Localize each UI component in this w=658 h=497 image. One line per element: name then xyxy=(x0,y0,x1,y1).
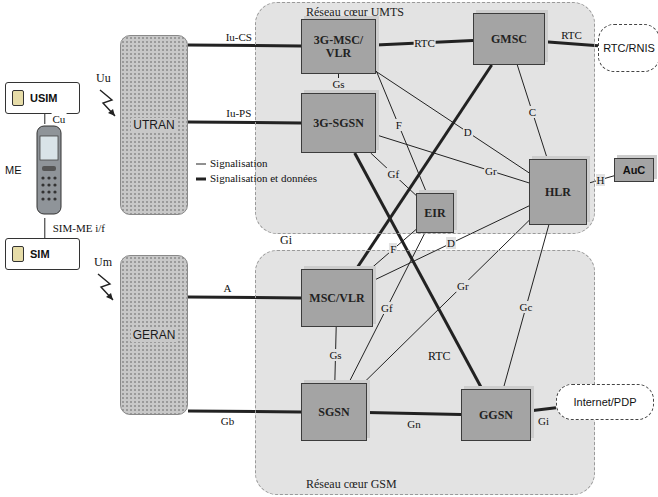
signalling-data-link xyxy=(188,44,301,48)
external-network-cloud: RTC/RNIS xyxy=(598,24,658,72)
node-label: 3G-MSC/ VLR xyxy=(314,34,364,60)
interface-label: Um xyxy=(94,256,112,269)
sim-card-box: SIM xyxy=(5,238,80,270)
interface-label: RTC xyxy=(428,350,451,363)
signalling-data-link xyxy=(367,413,461,415)
network-element-box: GMSC xyxy=(473,13,545,65)
signalling-link xyxy=(44,218,45,238)
node-label: GGSN xyxy=(479,409,513,422)
region-title: Réseau cœur UMTS xyxy=(306,5,404,20)
interface-label: Iu-PS xyxy=(225,107,252,119)
sim-chip-icon xyxy=(12,246,24,262)
node-label: 3G-SGSN xyxy=(313,117,364,130)
node-label: UTRAN xyxy=(131,118,176,132)
interface-label: A xyxy=(223,282,233,294)
legend-text: Signalisation xyxy=(210,157,267,170)
node-label: GERAN xyxy=(131,328,178,342)
signalling-data-link xyxy=(356,65,491,269)
interface-label: RTC xyxy=(413,37,436,49)
region-fill xyxy=(255,250,595,495)
interface-label: Gb xyxy=(220,415,235,427)
interface-label: F xyxy=(395,119,403,131)
node-label: USIM xyxy=(30,92,58,104)
network-element-box: MSC/VLR xyxy=(301,269,373,327)
signalling-link xyxy=(44,114,45,124)
signalling-data-link xyxy=(545,42,598,46)
region-title: Réseau cœur GSM xyxy=(306,477,397,492)
interface-label: Gs xyxy=(328,349,342,361)
node-label: SGSN xyxy=(318,406,349,419)
interface-label: C xyxy=(528,106,537,118)
interface-label: RTC xyxy=(560,29,583,41)
interface-label: Gn xyxy=(406,418,421,430)
interface-label: Gi xyxy=(537,415,550,427)
interface-label: D xyxy=(446,237,456,249)
network-element-box: SGSN xyxy=(301,383,367,441)
interface-label: Gr xyxy=(456,280,470,292)
network-element-box: 3G-SGSN xyxy=(301,93,376,153)
external-network-cloud: Internet/PDP xyxy=(556,384,654,420)
legend-sample-thick xyxy=(196,178,206,181)
network-element-box: 3G-MSC/ VLR xyxy=(301,19,376,74)
core-network-region: Réseau cœur GSM MSC/VLR SGSN GGSN xyxy=(255,250,595,495)
interface-label: Gc xyxy=(519,301,534,313)
mobile-equipment: ME xyxy=(5,124,75,218)
interface-label: Gi xyxy=(280,234,292,247)
network-element-box: AuC xyxy=(614,158,654,182)
interface-label: F xyxy=(389,243,397,255)
node-label: SIM xyxy=(30,248,50,260)
network-element-box: GGSN xyxy=(461,389,531,441)
node-label: HLR xyxy=(545,186,571,199)
network-element-box: EIR xyxy=(416,193,454,233)
radio-link-arrowhead xyxy=(108,109,115,116)
access-network-box: UTRAN xyxy=(120,35,188,215)
signalling-link xyxy=(364,221,530,384)
network-element-box: HLR xyxy=(529,159,587,225)
sim-chip-icon xyxy=(12,90,24,106)
signalling-data-link xyxy=(188,297,301,298)
interface-label: H xyxy=(596,174,606,186)
interface-label: SIM-ME i/f xyxy=(52,222,106,234)
node-label: ME xyxy=(5,164,22,176)
legend-text: Signalisation et données xyxy=(210,172,317,185)
signalling-data-link xyxy=(531,408,556,411)
interface-label: Iu-CS xyxy=(225,31,253,43)
interface-label: Gf xyxy=(386,168,400,180)
node-label: EIR xyxy=(424,207,445,220)
node-label: GMSC xyxy=(491,33,527,46)
interface-label: Cu xyxy=(51,113,66,125)
signalling-data-link xyxy=(355,153,482,389)
region-fill xyxy=(255,2,595,234)
interface-label: Uu xyxy=(96,72,111,85)
interface-label: Gs xyxy=(331,78,345,90)
sim-card-box: USIM xyxy=(5,82,80,114)
interface-label: Gr xyxy=(484,165,498,177)
signalling-link xyxy=(376,135,529,183)
node-label: Internet/PDP xyxy=(574,396,637,408)
access-network-box: GERAN xyxy=(120,255,188,415)
legend-sample-thin xyxy=(196,164,206,165)
interface-label: Gf xyxy=(380,302,394,314)
phone-illustration xyxy=(27,124,71,218)
node-label: AuC xyxy=(623,164,646,177)
signalling-data-link xyxy=(188,411,301,412)
interface-label: D xyxy=(463,126,473,138)
node-label: MSC/VLR xyxy=(309,292,364,305)
signalling-link xyxy=(517,65,547,159)
radio-link-arrowhead xyxy=(106,293,113,300)
signalling-data-link xyxy=(188,122,301,123)
node-label: RTC/RNIS xyxy=(603,42,655,54)
